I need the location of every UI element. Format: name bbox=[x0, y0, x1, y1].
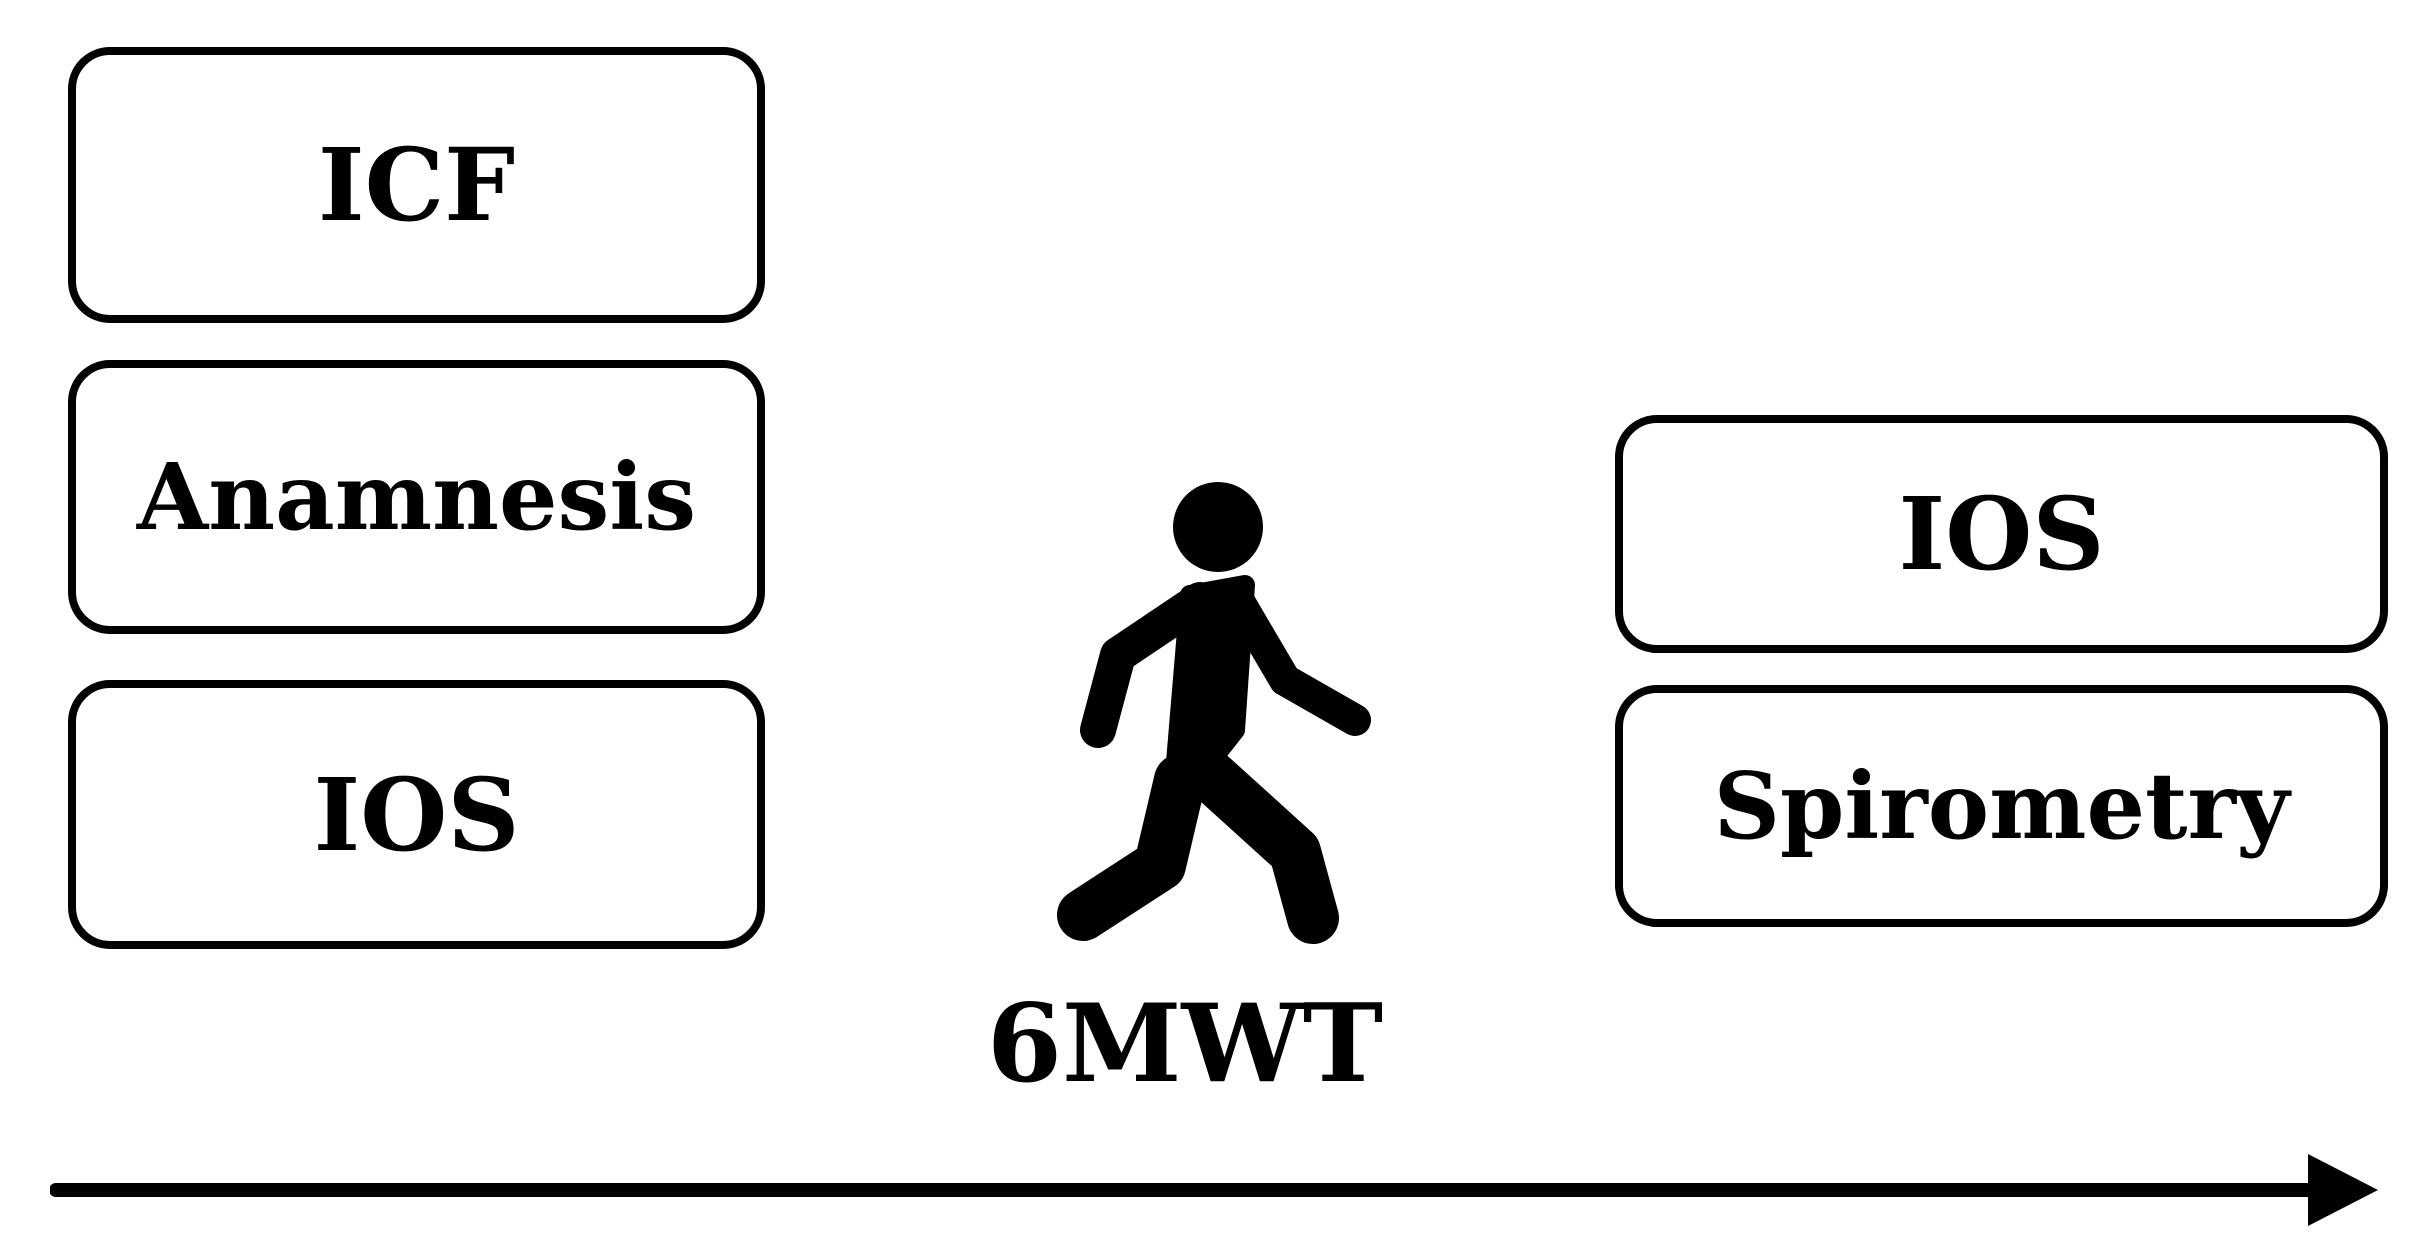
walk-test-label: 6MWT bbox=[986, 981, 1384, 1107]
post-test-label-ios: IOS bbox=[1898, 475, 2105, 593]
timeline-arrowhead bbox=[2308, 1154, 2378, 1226]
post-test-box-ios: IOS bbox=[1615, 415, 2388, 653]
right-arrow-icon bbox=[50, 1154, 2378, 1226]
pre-test-label-ios: IOS bbox=[313, 755, 520, 874]
walker-back-arm bbox=[1080, 582, 1218, 748]
walker-torso bbox=[1162, 575, 1255, 820]
post-test-label-spirometry: Spirometry bbox=[1713, 752, 2290, 860]
walker-head bbox=[1173, 482, 1263, 572]
pre-test-box-anamnesis: Anamnesis bbox=[68, 360, 765, 634]
walker-back-leg bbox=[1057, 754, 1206, 941]
pre-test-label-icf: ICF bbox=[317, 126, 516, 244]
pre-test-label-anamnesis: Anamnesis bbox=[136, 443, 697, 551]
walker-front-leg bbox=[1184, 749, 1339, 944]
walking-person-icon bbox=[1057, 482, 1371, 944]
pre-test-box-icf: ICF bbox=[68, 47, 765, 323]
pre-test-box-ios: IOS bbox=[68, 680, 765, 949]
post-test-box-spirometry: Spirometry bbox=[1615, 685, 2388, 927]
walker-front-arm bbox=[1222, 584, 1371, 736]
